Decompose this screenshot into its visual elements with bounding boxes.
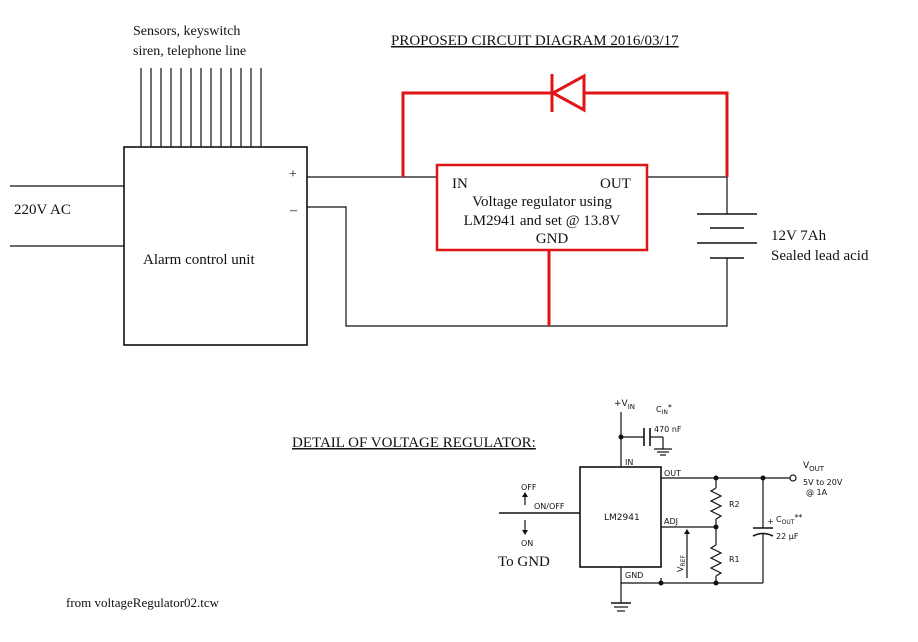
ic-gnd-pin: GND: [625, 571, 643, 580]
ic-name: LM2941: [604, 513, 640, 523]
ground-junction-2: [713, 580, 719, 586]
onoff-label: ON/OFF: [534, 502, 565, 511]
off-label: OFF: [521, 483, 537, 492]
main-ground-icon: [611, 602, 631, 612]
cout-plate-bottom: [752, 532, 774, 537]
ic-in-pin: IN: [625, 458, 633, 467]
vout-current: @ 1A: [806, 488, 828, 497]
footer-note: from voltageRegulator02.tcw: [66, 595, 220, 610]
control-unit-label: Alarm control unit: [143, 252, 255, 268]
vout-terminal: [789, 474, 797, 482]
regulator-desc-line2: LM2941 and set @ 13.8V: [464, 213, 621, 229]
on-arrow-icon: [522, 530, 528, 535]
r2-label: R2: [729, 500, 740, 509]
negative-wire: [307, 206, 728, 327]
to-gnd-label: To GND: [498, 554, 550, 570]
cout-plus-sign: +: [767, 517, 774, 526]
voltage-regulator-box: [435, 163, 649, 252]
ground-junction-1: [658, 580, 664, 586]
alarm-control-unit-box: [123, 146, 308, 346]
cin-label: CIN*: [656, 403, 672, 416]
cin-ground-icon: [654, 448, 672, 456]
diode-symbol: [549, 73, 586, 113]
battery-symbol: [697, 213, 757, 259]
r1-resistor: [709, 544, 723, 577]
regulator-desc-line1: Voltage regulator using: [472, 194, 612, 210]
vout-label: VOUT: [803, 461, 825, 473]
regulator-gnd-label: GND: [536, 231, 569, 247]
detail-title: DETAIL OF VOLTAGE REGULATOR:: [292, 435, 536, 451]
ground-rail: [660, 578, 763, 584]
vref-arrow-icon: [684, 529, 690, 534]
plus-terminal-label: +: [289, 167, 297, 182]
minus-terminal-label: –: [289, 203, 298, 218]
on-label: ON: [521, 539, 533, 548]
vout-range: 5V to 20V: [803, 478, 843, 487]
regulator-in-label: IN: [452, 176, 468, 192]
inputs-label-line1: Sensors, keyswitch: [133, 24, 240, 39]
ic-out-pin: OUT: [664, 469, 681, 478]
cout-value: 22 µF: [776, 532, 799, 541]
battery-rating: 12V 7Ah: [771, 228, 827, 244]
vref-label: VREF: [676, 555, 687, 572]
r1-label: R1: [729, 555, 740, 564]
vin-label: +VIN: [614, 399, 635, 411]
input-wires: [140, 68, 262, 147]
diagram-title: PROPOSED CIRCUIT DIAGRAM 2016/03/17: [391, 33, 679, 49]
ac-label: 220V AC: [14, 202, 71, 218]
inputs-label-line2: siren, telephone line: [133, 44, 246, 59]
cin-value: 470 nF: [654, 425, 682, 434]
ic-adj-pin: ADJ: [664, 517, 678, 526]
off-arrow-icon: [522, 492, 528, 497]
battery-type: Sealed lead acid: [771, 248, 869, 264]
regulator-out-label: OUT: [600, 176, 631, 192]
r2-resistor: [709, 487, 723, 520]
cout-label: COUT**: [776, 513, 802, 526]
